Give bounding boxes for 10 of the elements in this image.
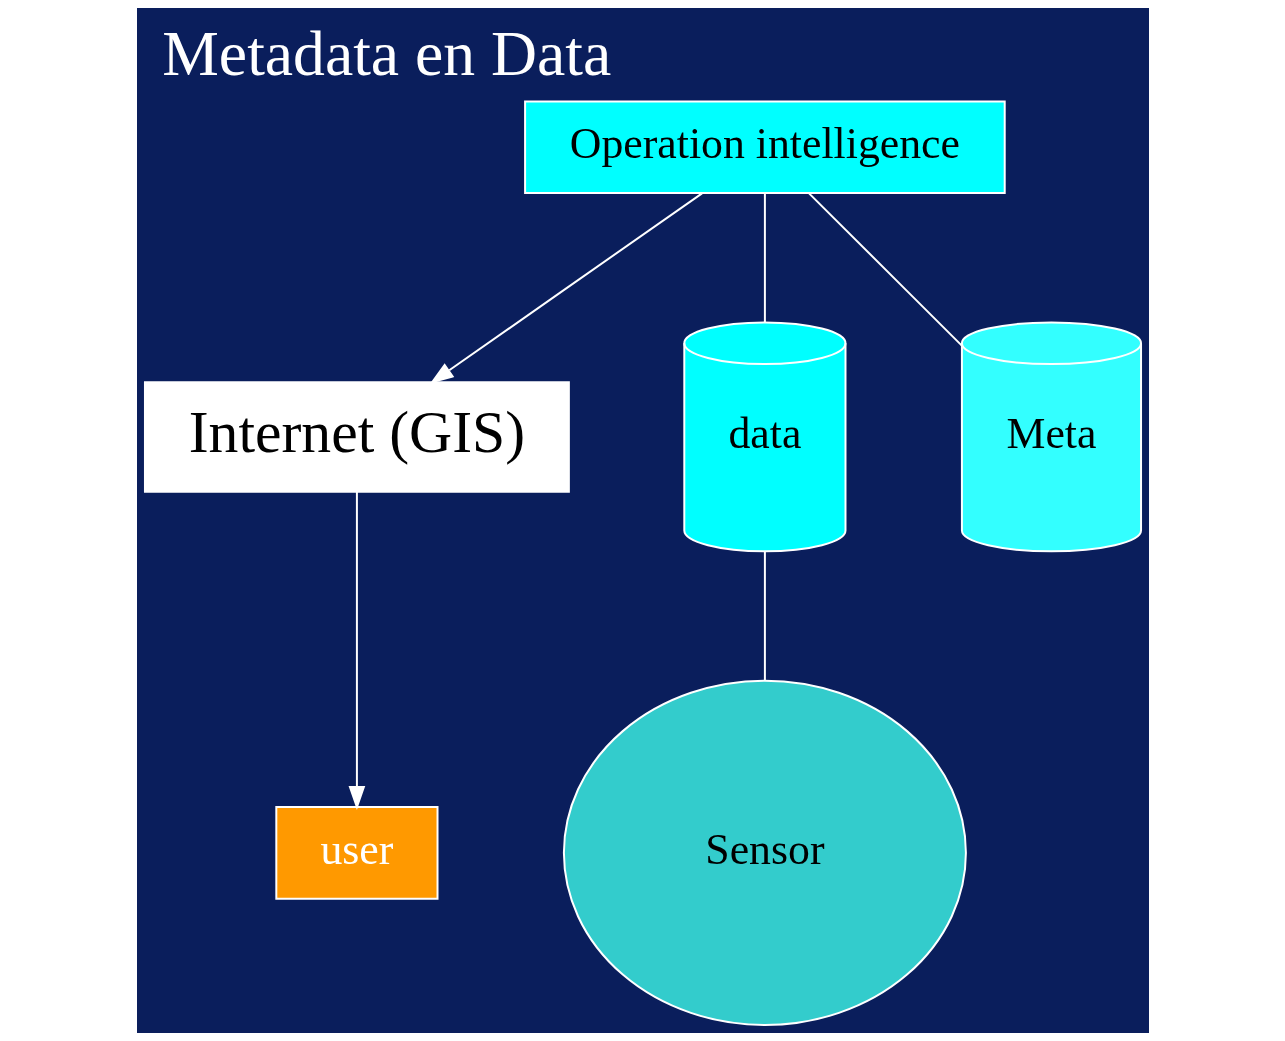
connector: [807, 192, 963, 347]
connector: [763, 550, 766, 682]
node-box: Internet (GIS): [143, 381, 570, 493]
connector: [763, 192, 766, 324]
arrow: [429, 192, 703, 384]
arrow: [348, 490, 365, 810]
node-box: user: [274, 806, 438, 900]
node-ellipse: Sensor: [562, 679, 967, 1026]
diagram-title: Metadata en Data: [161, 17, 611, 89]
node-box: Operation intelligence: [523, 100, 1006, 195]
